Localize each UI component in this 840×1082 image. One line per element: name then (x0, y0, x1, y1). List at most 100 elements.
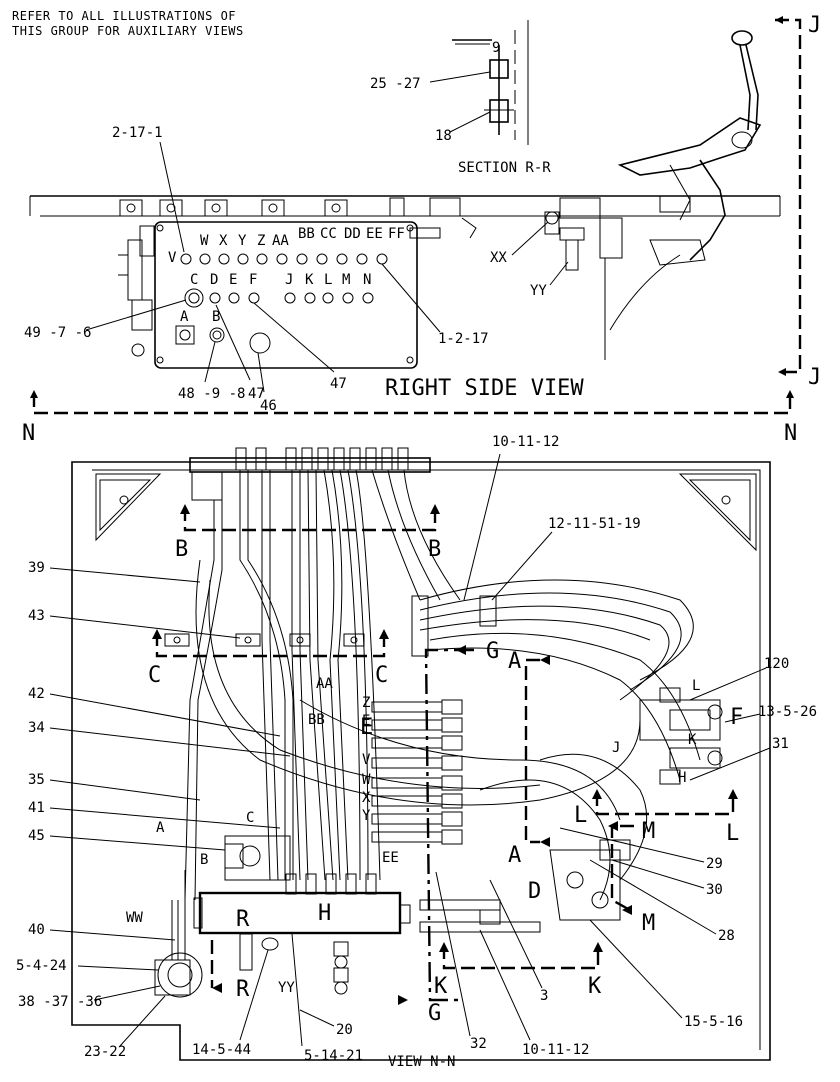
section-line-k: K K (434, 942, 603, 999)
section-mark-g-bottom: G (428, 1001, 441, 1026)
section-r-r: 25 -27 18 9 SECTION R-R (370, 20, 551, 176)
callout-48-9-8: 48 -9 -8 (178, 386, 245, 402)
port-label-cc: CC (320, 226, 337, 242)
callout-5-14-21: 5-14-21 (304, 1048, 363, 1064)
port-row-1: V W X Y Z AA BB CC DD EE FF (168, 226, 405, 266)
hose-label-k: K (688, 732, 697, 748)
section-mark-k-right: K (588, 974, 602, 999)
callout-120: 120 (764, 656, 789, 672)
section-line-n: N N (22, 390, 797, 446)
port-label-e: E (229, 272, 237, 288)
section-line-m: M M (608, 819, 655, 936)
port-plate (154, 221, 418, 369)
callout-10-11-12-bottom: 10-11-12 (522, 1042, 589, 1058)
hose-label-ww: WW (126, 910, 143, 926)
hose-label-ee: EE (382, 850, 399, 866)
hose-label-l: L (692, 678, 700, 694)
callout-15-5-16: 15-5-16 (684, 1014, 743, 1030)
port-label-dd: DD (344, 226, 361, 242)
section-mark-b-left: B (175, 537, 188, 562)
section-mark-m-bottom: M (642, 911, 655, 936)
callout-29: 29 (706, 856, 723, 872)
port-label-f: F (249, 272, 257, 288)
callout-31: 31 (772, 736, 789, 752)
port-label-ff: FF (388, 226, 405, 242)
port-label-d: D (210, 272, 218, 288)
port-row-3: A B (175, 309, 271, 354)
callout-47-b: 47 (330, 376, 347, 392)
control-lever (617, 30, 762, 261)
section-mark-r-top: R (236, 907, 250, 932)
callout-30: 30 (706, 882, 723, 898)
callout-32: 32 (470, 1036, 487, 1052)
hose-label-v: V (362, 752, 371, 768)
section-line-j: J J (775, 13, 821, 390)
callout-yy: YY (530, 283, 547, 299)
section-mark-a-bottom: A (508, 843, 521, 868)
port-label-a: A (180, 309, 189, 325)
port-label-b: B (212, 309, 220, 325)
port-label-m: M (342, 272, 350, 288)
section-mark-j-top: J (808, 13, 821, 38)
port-label-l: L (324, 272, 332, 288)
section-mark-g-top: G (486, 639, 499, 664)
section-mark-l-right: L (726, 821, 739, 846)
hose-label-b: B (200, 852, 208, 868)
port-label-x: X (219, 233, 228, 249)
hose-label-aa: AA (316, 676, 333, 692)
port-label-ee: EE (366, 226, 383, 242)
port-label-v: V (168, 250, 177, 266)
section-mark-b-right: B (428, 537, 441, 562)
block-h (198, 891, 402, 935)
section-mark-c-right: C (375, 663, 388, 688)
callout-35: 35 (28, 772, 45, 788)
callout-43: 43 (28, 608, 45, 624)
view-n-n-title: VIEW N-N (388, 1054, 455, 1070)
callout-3: 3 (540, 988, 548, 1004)
hose-label-c: C (246, 810, 254, 826)
hose-labels: AA BB Z E V W X Y C A B EE WW YY L K H J (126, 676, 700, 996)
section-line-a: A A (508, 649, 550, 868)
callout-40: 40 (28, 922, 45, 938)
callout-34: 34 (28, 720, 45, 736)
callout-47-a: 47 (248, 386, 265, 402)
callout-45: 45 (28, 828, 45, 844)
callout-18: 18 (435, 128, 452, 144)
section-mark-m-top: M (642, 819, 655, 844)
callout-41: 41 (28, 800, 45, 816)
section-mark-n-right: N (784, 421, 797, 446)
section-line-l: L L (574, 789, 739, 846)
hose-label-a: A (156, 820, 165, 836)
callout-14-5-44: 14-5-44 (192, 1042, 251, 1058)
callout-23-22: 23-22 (84, 1044, 126, 1060)
hose-label-e: E (362, 713, 370, 729)
hose-label-w: W (362, 772, 371, 788)
port-row-2: C D E F J K L M N (184, 272, 374, 308)
section-line-r: R R (210, 907, 250, 1002)
port-label-y: Y (238, 233, 247, 249)
callout-1-2-17: 1-2-17 (438, 331, 489, 347)
callout-49-7-6: 49 -7 -6 (24, 325, 91, 341)
callout-38-37-36: 38 -37 -36 (18, 994, 102, 1010)
section-mark-c-left: C (148, 663, 161, 688)
section-mark-d: D (528, 879, 541, 904)
callout-9: 9 (492, 40, 500, 56)
callout-39: 39 (28, 560, 45, 576)
section-mark-k-left: K (434, 974, 448, 999)
section-mark-e: E (360, 715, 373, 740)
callout-28: 28 (718, 928, 735, 944)
callout-10-11-12-top: 10-11-12 (492, 434, 559, 450)
callout-xx: XX (490, 250, 507, 266)
port-label-w: W (200, 233, 209, 249)
section-r-r-title: SECTION R-R (458, 160, 551, 176)
section-mark-j-bottom: J (808, 365, 821, 390)
port-label-bb: BB (298, 226, 315, 242)
callout-42: 42 (28, 686, 45, 702)
callout-2-17-1: 2-17-1 (112, 125, 163, 141)
port-label-k: K (305, 272, 314, 288)
callout-12-11-51-19: 12-11-51-19 (548, 516, 641, 532)
section-mark-r-bottom: R (236, 977, 250, 1002)
port-label-z: Z (257, 233, 265, 249)
port-label-j: J (285, 272, 293, 288)
